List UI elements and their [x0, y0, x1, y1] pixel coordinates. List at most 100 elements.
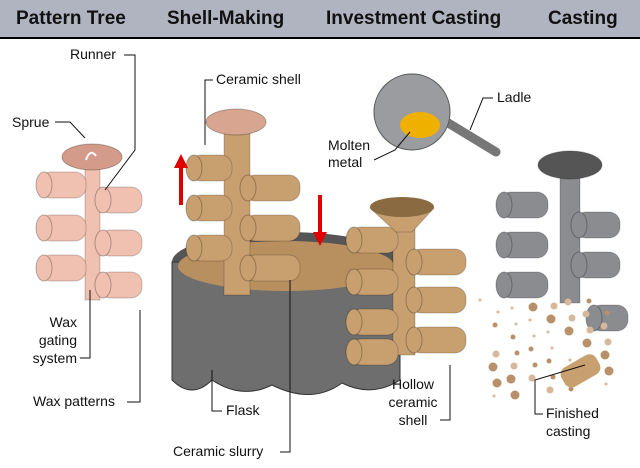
shell-debris: [506, 374, 516, 384]
leader-runner: [104, 54, 136, 191]
stage-title-shell-making: Shell-Making: [167, 8, 285, 29]
shell-debris: [528, 302, 538, 312]
hollow-tree-pattern-end: [405, 326, 423, 354]
hollow-tree-pattern-end: [345, 308, 363, 336]
leader-ceramic-shell: [204, 79, 213, 145]
shell-debris: [514, 350, 520, 356]
hollow-tree-pattern-end: [345, 226, 363, 254]
shell-tree-pattern-end: [239, 254, 257, 282]
shell-tree-pattern-end: [239, 214, 257, 242]
shell-debris: [510, 390, 520, 400]
down-arrow-head: [313, 232, 327, 246]
shell-fragment: [560, 354, 601, 388]
leader-wax-gating: [80, 290, 91, 359]
shell-debris: [492, 378, 502, 388]
shell-debris: [600, 322, 608, 330]
shell-debris: [568, 386, 574, 392]
shell-debris: [568, 314, 576, 322]
wax-tree-pattern-end: [94, 229, 112, 257]
shell-debris: [492, 350, 500, 358]
shell-debris: [604, 310, 610, 316]
hollow-tree-pattern-end: [405, 286, 423, 314]
shell-debris: [546, 314, 556, 324]
wax-tree-sprue-cup: [61, 143, 123, 171]
shell-debris: [582, 310, 590, 318]
shell-debris: [528, 374, 536, 382]
shell-debris: [514, 322, 518, 326]
shell-tree-pattern-end: [185, 194, 203, 222]
metal-tree-pattern-end: [570, 211, 588, 239]
label-molten-metal-2: metal: [328, 154, 362, 170]
stage-title-pattern-tree: Pattern Tree: [16, 8, 126, 29]
wax-tree-pattern-end: [35, 254, 53, 282]
label-ceramic-shell: Ceramic shell: [216, 71, 301, 87]
shell-debris: [550, 374, 556, 380]
shell-debris: [586, 326, 594, 334]
label-runner: Runner: [70, 46, 116, 62]
molten-metal: [400, 112, 440, 138]
leader-flask: [211, 370, 222, 412]
leader-wax-patterns: [127, 310, 141, 403]
leader-sprue: [55, 121, 86, 139]
label-ladle: Ladle: [497, 89, 531, 105]
metal-tree-sprue-cup: [537, 150, 603, 180]
metal-tree-pattern-end: [495, 191, 513, 219]
shell-debris: [532, 334, 536, 338]
shell-debris: [604, 382, 608, 386]
label-flask: Flask: [226, 402, 260, 418]
label-sprue: Sprue: [12, 114, 50, 130]
wax-tree-pattern-end: [35, 214, 53, 242]
stage-header-bar: Pattern Tree Shell-Making Investment Cas…: [0, 0, 640, 39]
wax-tree-pattern-end: [94, 271, 112, 299]
shell-debris: [564, 298, 572, 306]
shell-tree-sprue-cup: [205, 108, 267, 136]
label-wax-patterns: Wax patterns: [33, 393, 115, 409]
label-finished-casting-1: Finished: [546, 405, 599, 421]
stage-title-casting: Casting: [548, 8, 618, 29]
shell-debris: [600, 350, 610, 360]
label-ceramic-slurry: Ceramic slurry: [173, 443, 263, 459]
metal-tree-pattern-end: [570, 251, 588, 279]
leader-ceramic-slurry: [280, 280, 291, 453]
hollow-tree-pattern-end: [405, 248, 423, 276]
label-wax-gating-3: system: [33, 350, 77, 366]
flask-body: [171, 261, 401, 395]
shell-tree-pattern-end: [185, 234, 203, 262]
label-hollow-shell-2: ceramic: [388, 394, 437, 410]
shell-debris: [546, 358, 552, 364]
up-arrow-head: [174, 154, 188, 168]
leader-hollow-shell: [440, 365, 451, 421]
wax-tree-pattern-end: [35, 171, 53, 199]
shell-tree-pattern-end: [185, 154, 203, 182]
shell-debris: [550, 346, 554, 350]
falling-casting-part-end: [585, 304, 603, 332]
shell-debris: [546, 386, 554, 394]
shell-debris: [510, 306, 514, 310]
metal-tree-pattern-end: [495, 231, 513, 259]
shell-debris: [478, 298, 482, 302]
shell-debris: [510, 334, 516, 340]
label-wax-gating-1: Wax: [50, 314, 77, 330]
shell-debris: [604, 338, 612, 346]
label-finished-casting-2: casting: [546, 423, 590, 439]
leader-ladle: [469, 97, 493, 131]
shell-debris: [528, 318, 532, 322]
label-wax-gating-2: gating: [39, 332, 77, 348]
shell-debris: [492, 322, 498, 328]
ladle-bowl: [373, 73, 451, 151]
shell-debris: [604, 366, 614, 376]
shell-debris: [496, 310, 500, 314]
sprue-hook-icon: [85, 151, 97, 161]
hollow-tree-pattern-end: [345, 338, 363, 366]
shell-debris: [586, 298, 592, 304]
shell-debris: [532, 362, 538, 368]
metal-tree-pattern-end: [495, 271, 513, 299]
shell-debris: [488, 362, 498, 372]
shell-debris: [568, 358, 572, 362]
leader-molten-metal: [373, 131, 411, 161]
shell-debris: [564, 326, 574, 336]
wax-tree-pattern-end: [94, 186, 112, 214]
funnel-opening: [370, 197, 434, 217]
label-molten-metal-1: Molten: [328, 137, 370, 153]
